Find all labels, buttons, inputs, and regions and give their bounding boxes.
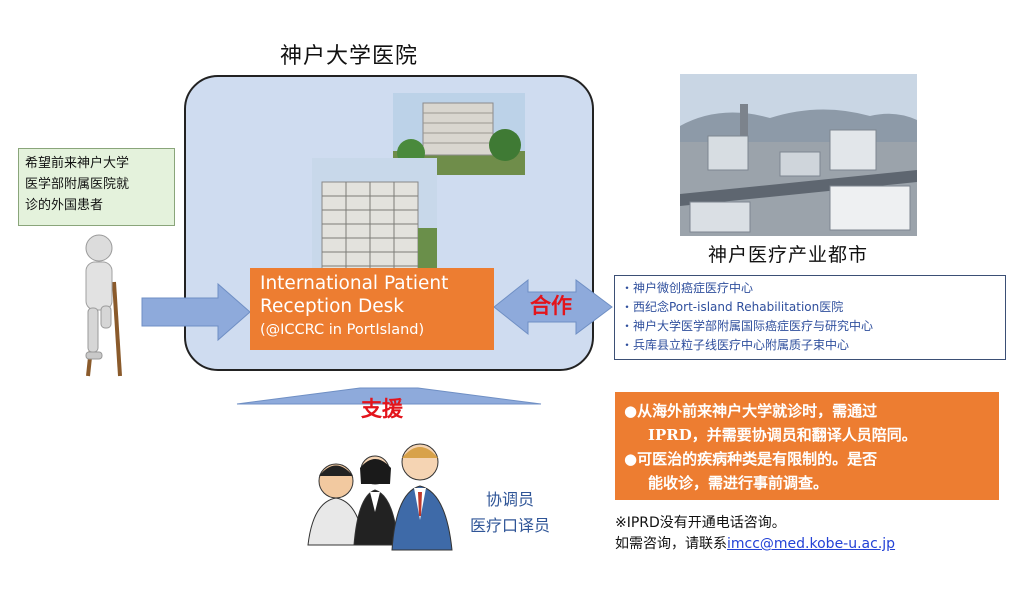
cooperation-arrow — [493, 278, 613, 336]
institution-item: ・西纪念Port-island Rehabilitation医院 — [621, 300, 844, 314]
desk-title-line1: International Patient — [260, 273, 449, 294]
phone-note: ※IPRD没有开通电话咨询。 — [615, 515, 786, 531]
medical-city-photo — [680, 74, 917, 236]
iccrc-building-photo — [312, 158, 437, 276]
institution-list: ・神户微创癌症医疗中心 ・西纪念Port-island Rehabilitati… — [614, 275, 1006, 360]
patient-note: 希望前来神户大学 医学部附属医院就 诊的外国患者 — [18, 148, 175, 226]
contact-email-link[interactable]: imcc@med.kobe-u.ac.jp — [727, 536, 896, 552]
hospital-title: 神户大学医院 — [280, 44, 419, 69]
notice-line: ●从海外前来神户大学就诊时，需通过 — [624, 402, 878, 420]
desk-title-line2: Reception Desk — [260, 296, 404, 317]
interpreter-label: 医疗口译员 — [470, 516, 551, 535]
patient-note-line: 诊的外国患者 — [25, 198, 104, 213]
coordinator-label: 协调员 — [486, 490, 535, 509]
staff-figures-icon — [307, 443, 453, 551]
institution-item: ・神户微创癌症医疗中心 — [621, 281, 754, 295]
notice-line: ●可医治的疾病种类是有限制的。是否 — [624, 450, 878, 468]
patient-arrow — [141, 282, 251, 342]
reception-desk-box: International Patient Reception Desk (@I… — [250, 268, 494, 350]
notice-line: 能收诊，需进行事前调查。 — [648, 474, 829, 492]
support-arrow — [236, 387, 542, 405]
cooperation-label: 合作 — [530, 293, 572, 318]
desk-location: (@ICCRC in PortIsland) — [260, 322, 425, 338]
contact-line: 如需咨询，请联系imcc@med.kobe-u.ac.jp — [615, 533, 895, 553]
support-label: 支援 — [361, 396, 403, 421]
patient-figure-icon — [85, 234, 122, 377]
institution-item: ・神户大学医学部附属国际癌症医疗与研究中心 — [621, 319, 874, 333]
city-caption: 神户医疗产业都市 — [708, 244, 869, 266]
notice-box: ●从海外前来神户大学就诊时，需通过 IPRD，并需要协调员和翻译人员陪同。 ●可… — [615, 392, 999, 500]
notice-line: IPRD，并需要协调员和翻译人员陪同。 — [648, 426, 917, 444]
patient-note-line: 希望前来神户大学 — [25, 156, 130, 171]
patient-note-line: 医学部附属医院就 — [25, 177, 130, 192]
institution-item: ・兵库县立粒子线医疗中心附属质子束中心 — [621, 338, 850, 352]
contact-prefix: 如需咨询，请联系 — [615, 536, 727, 552]
